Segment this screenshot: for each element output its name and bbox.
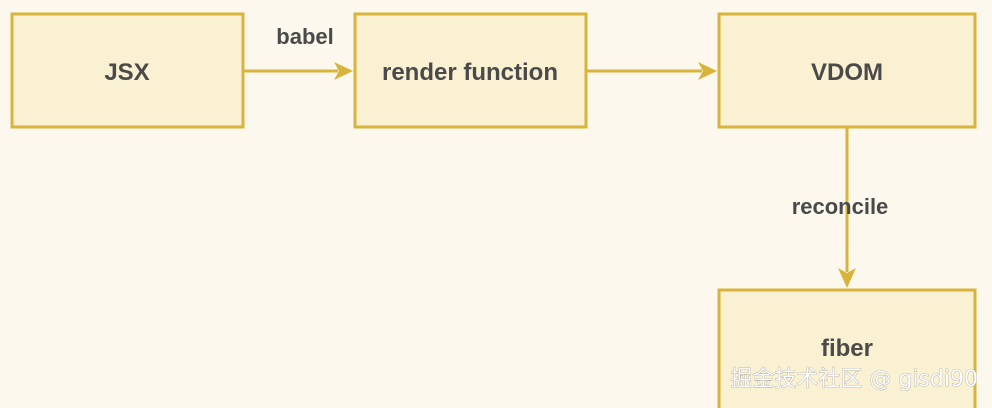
- node-fiber-label: fiber: [821, 335, 873, 362]
- arrow-head-down: [838, 268, 856, 288]
- node-render-function: render function: [353, 12, 588, 129]
- edge-vdom-to-fiber: reconcile: [792, 127, 889, 288]
- edge-label-babel: babel: [276, 24, 333, 49]
- node-vdom: VDOM: [717, 12, 977, 129]
- node-fiber: fiber: [717, 288, 977, 408]
- node-jsx: JSX: [10, 12, 245, 129]
- edge-label-reconcile: reconcile: [792, 194, 889, 219]
- node-jsx-label: JSX: [104, 59, 149, 86]
- arrow-head-right: [698, 62, 717, 80]
- node-render-function-label: render function: [382, 59, 558, 86]
- edge-render-function-to-vdom: [586, 62, 717, 80]
- arrow-head-right: [334, 62, 353, 80]
- edge-jsx-to-render-function: babel: [243, 24, 353, 80]
- node-vdom-label: VDOM: [811, 59, 883, 86]
- watermark-text: 掘金技术社区 @ gisdi90: [730, 367, 978, 392]
